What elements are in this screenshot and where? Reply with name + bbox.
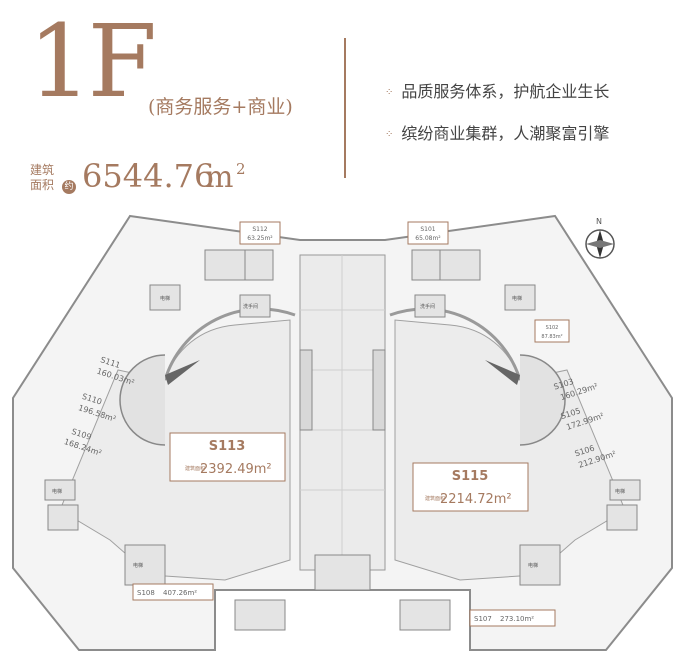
room-tags: 电梯 洗手间 电梯 洗手间 电梯 电梯 电梯 电梯 [52, 295, 625, 569]
right-lobby [519, 354, 566, 446]
unit-label-S107: S107 273.10m² [469, 609, 556, 627]
washroom-tag: 洗手间 [420, 303, 435, 310]
unit-id: S107 [474, 615, 492, 623]
washroom-tag: 洗手间 [243, 303, 258, 310]
unit-area: 2392.49m² [200, 462, 272, 477]
unit-label-S101: S101 65.08m² [407, 221, 449, 245]
escalator [299, 349, 313, 431]
feature-bullet-text: 品质服务体系，护航企业生长 [401, 82, 610, 101]
feature-bullet: ⁘ 品质服务体系，护航企业生长 [385, 78, 609, 102]
escalator [372, 349, 386, 431]
right-lobby-wedge [485, 360, 520, 385]
approx-badge: 约 [62, 180, 76, 194]
floor-number: 1F [28, 3, 157, 120]
unit-label-S108: S108 407.26m² [132, 583, 214, 601]
unit-area-tag: 建筑面积 [185, 465, 205, 472]
left-ring [163, 307, 296, 381]
elevator-tag: 电梯 [133, 562, 143, 569]
unit-area: 407.26m² [163, 589, 197, 597]
right-cores [314, 249, 641, 631]
unit-id: S113 [209, 439, 246, 454]
unit-id: S112 [252, 226, 267, 233]
unit-label-S102: S102 87.83m² [534, 319, 570, 343]
header-divider [344, 38, 346, 178]
elevator-tag: 电梯 [528, 562, 538, 569]
atrium-grid [300, 255, 385, 570]
unit-area: 273.10m² [500, 615, 534, 623]
unit-area: 65.08m² [415, 235, 441, 242]
compass-label: N [596, 217, 602, 226]
area-unit-sup: 2 [236, 160, 246, 178]
unit-id: S101 [420, 226, 435, 233]
floor-use: (商务服务+商业) [148, 96, 293, 118]
unit-id: S108 [137, 589, 155, 597]
header: 1F (商务服务+商业) 建筑 面积 约 6544.76 m 2 ⁘ 品质服务体系… [0, 0, 685, 210]
elevator-tag: 电梯 [160, 295, 170, 302]
unit-area-tag: 建筑面积 [425, 495, 445, 502]
compass-icon [585, 229, 615, 259]
bullet-dots-icon: ⁘ [385, 87, 394, 98]
left-cores [44, 249, 286, 631]
unit-label-S115: S115 建筑面积 2214.72m² [412, 462, 529, 512]
elevator-tag: 电梯 [512, 295, 522, 302]
unit-id: S115 [452, 469, 489, 484]
area-unit: m [205, 160, 234, 195]
floor-plan: N S113 建筑面积 2392.49m² S115 建筑面积 2214.72m… [12, 214, 673, 651]
area-label-line-1: 建筑 [30, 163, 55, 177]
right-ring [389, 307, 522, 381]
area-label: 建筑 面积 [30, 163, 54, 193]
unit-label-S112: S112 63.25m² [239, 221, 281, 245]
unit-area: 87.83m² [541, 334, 562, 340]
left-lobby [119, 354, 166, 446]
unit-label-S113: S113 建筑面积 2392.49m² [169, 432, 286, 482]
elevator-tag: 电梯 [52, 488, 62, 495]
elevator-tag: 电梯 [615, 488, 625, 495]
left-lobby-wedge [165, 360, 200, 385]
unit-area: 2214.72m² [440, 492, 512, 507]
area-value: 6544.76 [82, 157, 215, 195]
area-label-line-2: 面积 [30, 178, 55, 192]
unit-id: S102 [546, 325, 559, 331]
bullet-dots-icon: ⁘ [385, 129, 394, 140]
unit-area: 63.25m² [247, 235, 273, 242]
feature-bullet-text: 缤纷商业集群，人潮聚富引擎 [401, 124, 610, 143]
feature-bullet: ⁘ 缤纷商业集群，人潮聚富引擎 [385, 120, 609, 144]
